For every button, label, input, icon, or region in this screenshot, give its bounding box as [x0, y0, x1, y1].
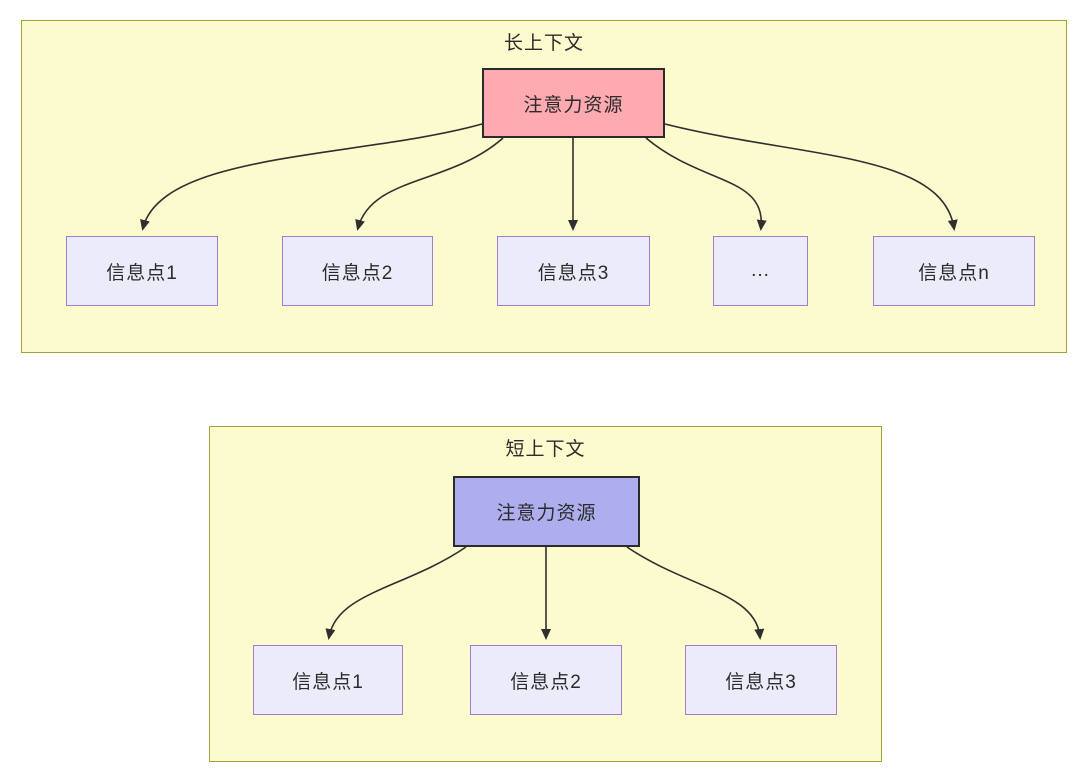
short-info-node-2: 信息点2: [470, 645, 622, 715]
long-info-node-1: 信息点1: [66, 236, 218, 306]
long-info-node-2: 信息点2: [282, 236, 433, 306]
short-info-node-3: 信息点3: [685, 645, 837, 715]
long-info-node-ellipsis: ...: [713, 236, 808, 306]
short-context-title: 短上下文: [505, 439, 586, 460]
long-info-node-n: 信息点n: [873, 236, 1035, 306]
long-context-title: 长上下文: [503, 33, 584, 54]
long-attention-node: 注意力资源: [482, 68, 665, 138]
short-attention-node: 注意力资源: [453, 476, 640, 547]
long-info-node-3: 信息点3: [497, 236, 650, 306]
short-info-node-1: 信息点1: [253, 645, 403, 715]
